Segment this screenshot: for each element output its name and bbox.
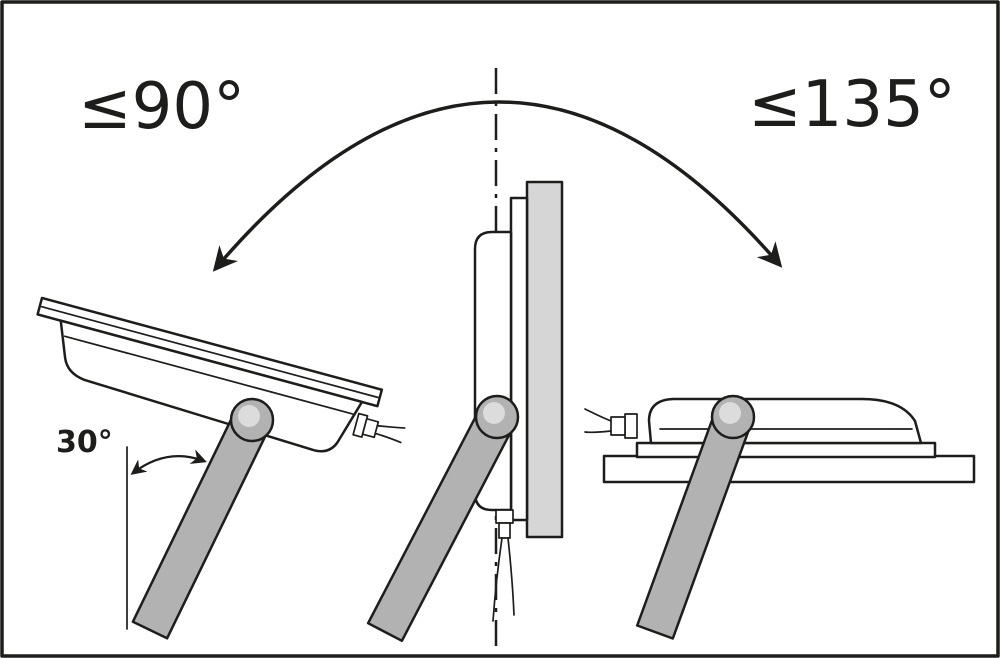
face-rim xyxy=(509,196,529,522)
cable-gland-cap xyxy=(610,416,626,436)
pivot-knob-highlight xyxy=(483,402,505,424)
power-wire xyxy=(374,432,402,444)
power-wire xyxy=(492,537,503,622)
floodlight-housing xyxy=(59,319,364,453)
power-wire xyxy=(376,424,406,429)
floodlight-face xyxy=(525,180,564,539)
cable-gland-cap xyxy=(498,522,511,539)
right-angle-label: ≤135° xyxy=(748,68,956,142)
housing-seam-line xyxy=(63,335,354,415)
mounting-surface xyxy=(602,454,976,484)
cable-gland xyxy=(624,413,638,439)
floodlight-center xyxy=(366,180,564,643)
rotation-range-arrow xyxy=(212,100,783,272)
power-wire xyxy=(584,430,612,434)
floodlight-left-body xyxy=(36,296,406,453)
bracket-arm xyxy=(131,410,271,640)
floodlight-right xyxy=(584,394,976,640)
face-rim xyxy=(635,441,937,459)
tilt-angle-arc xyxy=(130,449,207,475)
power-wire xyxy=(584,408,612,422)
pivot-knob-highlight xyxy=(238,405,260,427)
cable-gland-cap xyxy=(361,417,380,439)
left-angle-label: ≤90° xyxy=(78,70,245,144)
cable-gland xyxy=(495,509,514,524)
bracket-arm xyxy=(366,406,516,643)
floodlight-housing xyxy=(647,397,923,445)
floodlight-left xyxy=(36,296,406,640)
power-wire xyxy=(507,537,515,616)
face-rim-line xyxy=(40,305,379,399)
tilt-angle-label: 30° xyxy=(56,425,113,460)
pivot-knob-highlight xyxy=(719,402,741,424)
